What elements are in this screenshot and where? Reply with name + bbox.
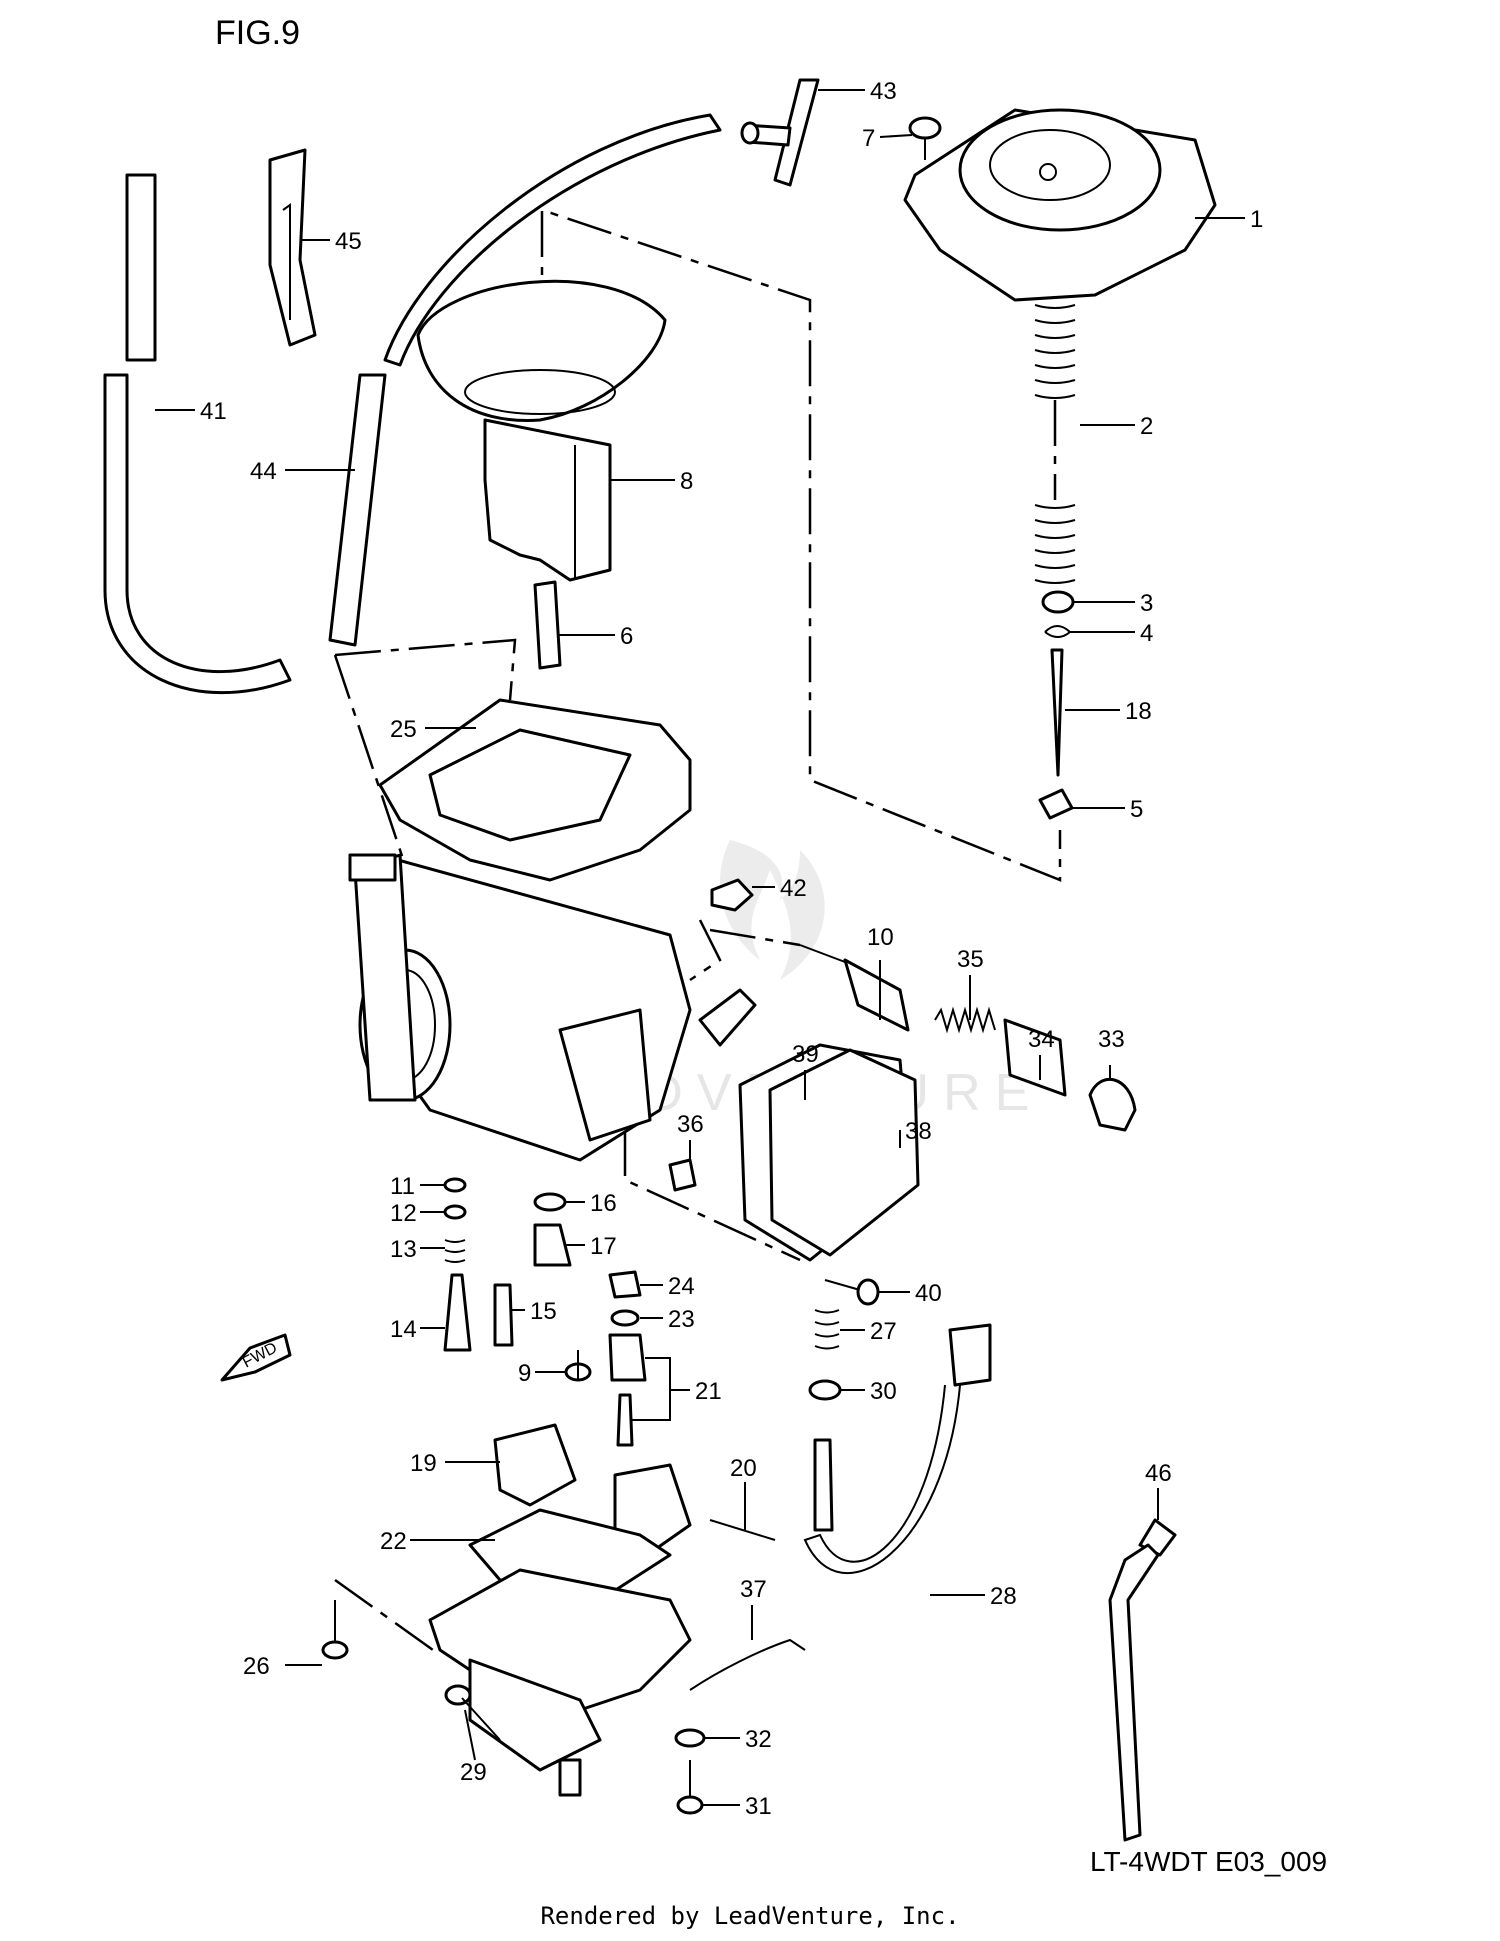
part-8-diaphragm-piston: [416, 279, 667, 582]
callout-34: 34: [1028, 1026, 1055, 1053]
callout-18: 18: [1125, 698, 1152, 725]
leader-lines: [155, 89, 1245, 1806]
callout-14: 14: [390, 1316, 417, 1343]
callout-20: 20: [730, 1455, 757, 1482]
part-26-screw: [321, 1600, 349, 1660]
callout-44: 44: [250, 458, 277, 485]
part-16-washer: [533, 1192, 567, 1212]
callout-9: 9: [518, 1360, 531, 1387]
part-38-cover: [768, 1048, 920, 1257]
callout-15: 15: [530, 1298, 557, 1325]
callout-45: 45: [335, 228, 362, 255]
callout-labels: 1 2 3 4 5 6 7 8 9 10 11 12 13 14 15 16 1…: [200, 78, 1263, 1820]
part-17-jet: [533, 1223, 572, 1267]
callout-43: 43: [870, 78, 897, 105]
credit-line: Rendered by LeadVenture, Inc.: [540, 1902, 960, 1930]
part-43-t-joint: [740, 78, 820, 187]
callout-39: 39: [792, 1041, 819, 1068]
part-7-screw: [908, 116, 942, 160]
part-11-washer: [443, 1177, 467, 1193]
part-42-nut: [710, 878, 754, 912]
part-41-hose: [103, 173, 292, 695]
part-10-pilot-screw: [799, 944, 910, 1032]
callout-22: 22: [380, 1528, 407, 1555]
part-45-clamp: [268, 148, 317, 347]
callout-37: 37: [740, 1576, 767, 1603]
callout-7: 7: [862, 125, 875, 152]
part-31-screw: [676, 1760, 704, 1815]
callout-32: 32: [745, 1726, 772, 1753]
callout-42: 42: [780, 875, 807, 902]
part-18-jet-needle: [1050, 648, 1064, 777]
part-44-hose: [328, 113, 722, 647]
callout-30: 30: [870, 1378, 897, 1405]
callout-12: 12: [390, 1200, 417, 1227]
callout-41: 41: [200, 398, 227, 425]
part-20-pin: [709, 1519, 776, 1541]
part-4-clip: [1044, 625, 1072, 638]
part-32-washer: [674, 1728, 706, 1748]
callout-31: 31: [745, 1793, 772, 1820]
part-37-wire: [689, 1638, 806, 1691]
callout-17: 17: [590, 1233, 617, 1260]
part-24-nut: [608, 1270, 642, 1299]
part-30-washer: [808, 1379, 842, 1401]
callout-33: 33: [1098, 1026, 1125, 1053]
part-15-jet: [493, 1283, 514, 1347]
part-40-bolt: [824, 1278, 880, 1306]
callout-40: 40: [915, 1280, 942, 1307]
callout-27: 27: [870, 1318, 897, 1345]
part-13-spring: [444, 1239, 466, 1263]
diagram-code: LT-4WDT E03_009: [1090, 1846, 1328, 1877]
callout-5: 5: [1130, 796, 1143, 823]
callout-2: 2: [1140, 413, 1153, 440]
part-29-screw: [444, 1684, 501, 1741]
part-9-screw: [564, 1350, 592, 1382]
part-21-valve: [608, 1333, 647, 1447]
float-bowl: [428, 1568, 692, 1797]
part-5-washer: [1038, 788, 1074, 820]
part-23-ring: [610, 1309, 640, 1327]
part-34-plunger: [1003, 1018, 1067, 1097]
callout-11: 11: [390, 1173, 415, 1200]
carburetor-body: [348, 698, 757, 1162]
part-6-needle-jet: [533, 580, 562, 670]
callout-35: 35: [957, 946, 984, 973]
part-36-plug: [668, 1158, 697, 1192]
part-2-spring: [1034, 304, 1076, 584]
part-28-drain-hose: [803, 1323, 992, 1574]
figure-title: FIG.9: [215, 14, 301, 52]
callout-36: 36: [677, 1111, 704, 1138]
part-46-drain-tube: [1108, 1518, 1177, 1842]
part-14-jet: [443, 1273, 472, 1352]
callout-23: 23: [668, 1306, 695, 1333]
callout-21: 21: [695, 1378, 722, 1405]
callout-26: 26: [243, 1653, 270, 1680]
part-33-cap: [1088, 1077, 1137, 1132]
callout-25: 25: [390, 716, 417, 743]
callout-3: 3: [1140, 590, 1153, 617]
callout-8: 8: [680, 468, 693, 495]
part-35-spring: [934, 1006, 996, 1034]
callout-4: 4: [1140, 620, 1153, 647]
callout-19: 19: [410, 1450, 437, 1477]
part-3-seat: [1041, 590, 1075, 614]
callout-16: 16: [590, 1190, 617, 1217]
callout-29: 29: [460, 1759, 487, 1786]
callout-6: 6: [620, 623, 633, 650]
callout-28: 28: [990, 1583, 1017, 1610]
part-1-top-cover: [903, 108, 1217, 302]
callout-38: 38: [905, 1118, 932, 1145]
callout-46: 46: [1145, 1460, 1172, 1487]
callout-13: 13: [390, 1236, 417, 1263]
callout-24: 24: [668, 1273, 695, 1300]
callout-10: 10: [867, 924, 894, 951]
part-27-spring: [814, 1309, 840, 1350]
callout-1: 1: [1250, 206, 1263, 233]
fwd-arrow: FWD: [220, 1333, 292, 1382]
part-12-washer: [443, 1204, 467, 1220]
